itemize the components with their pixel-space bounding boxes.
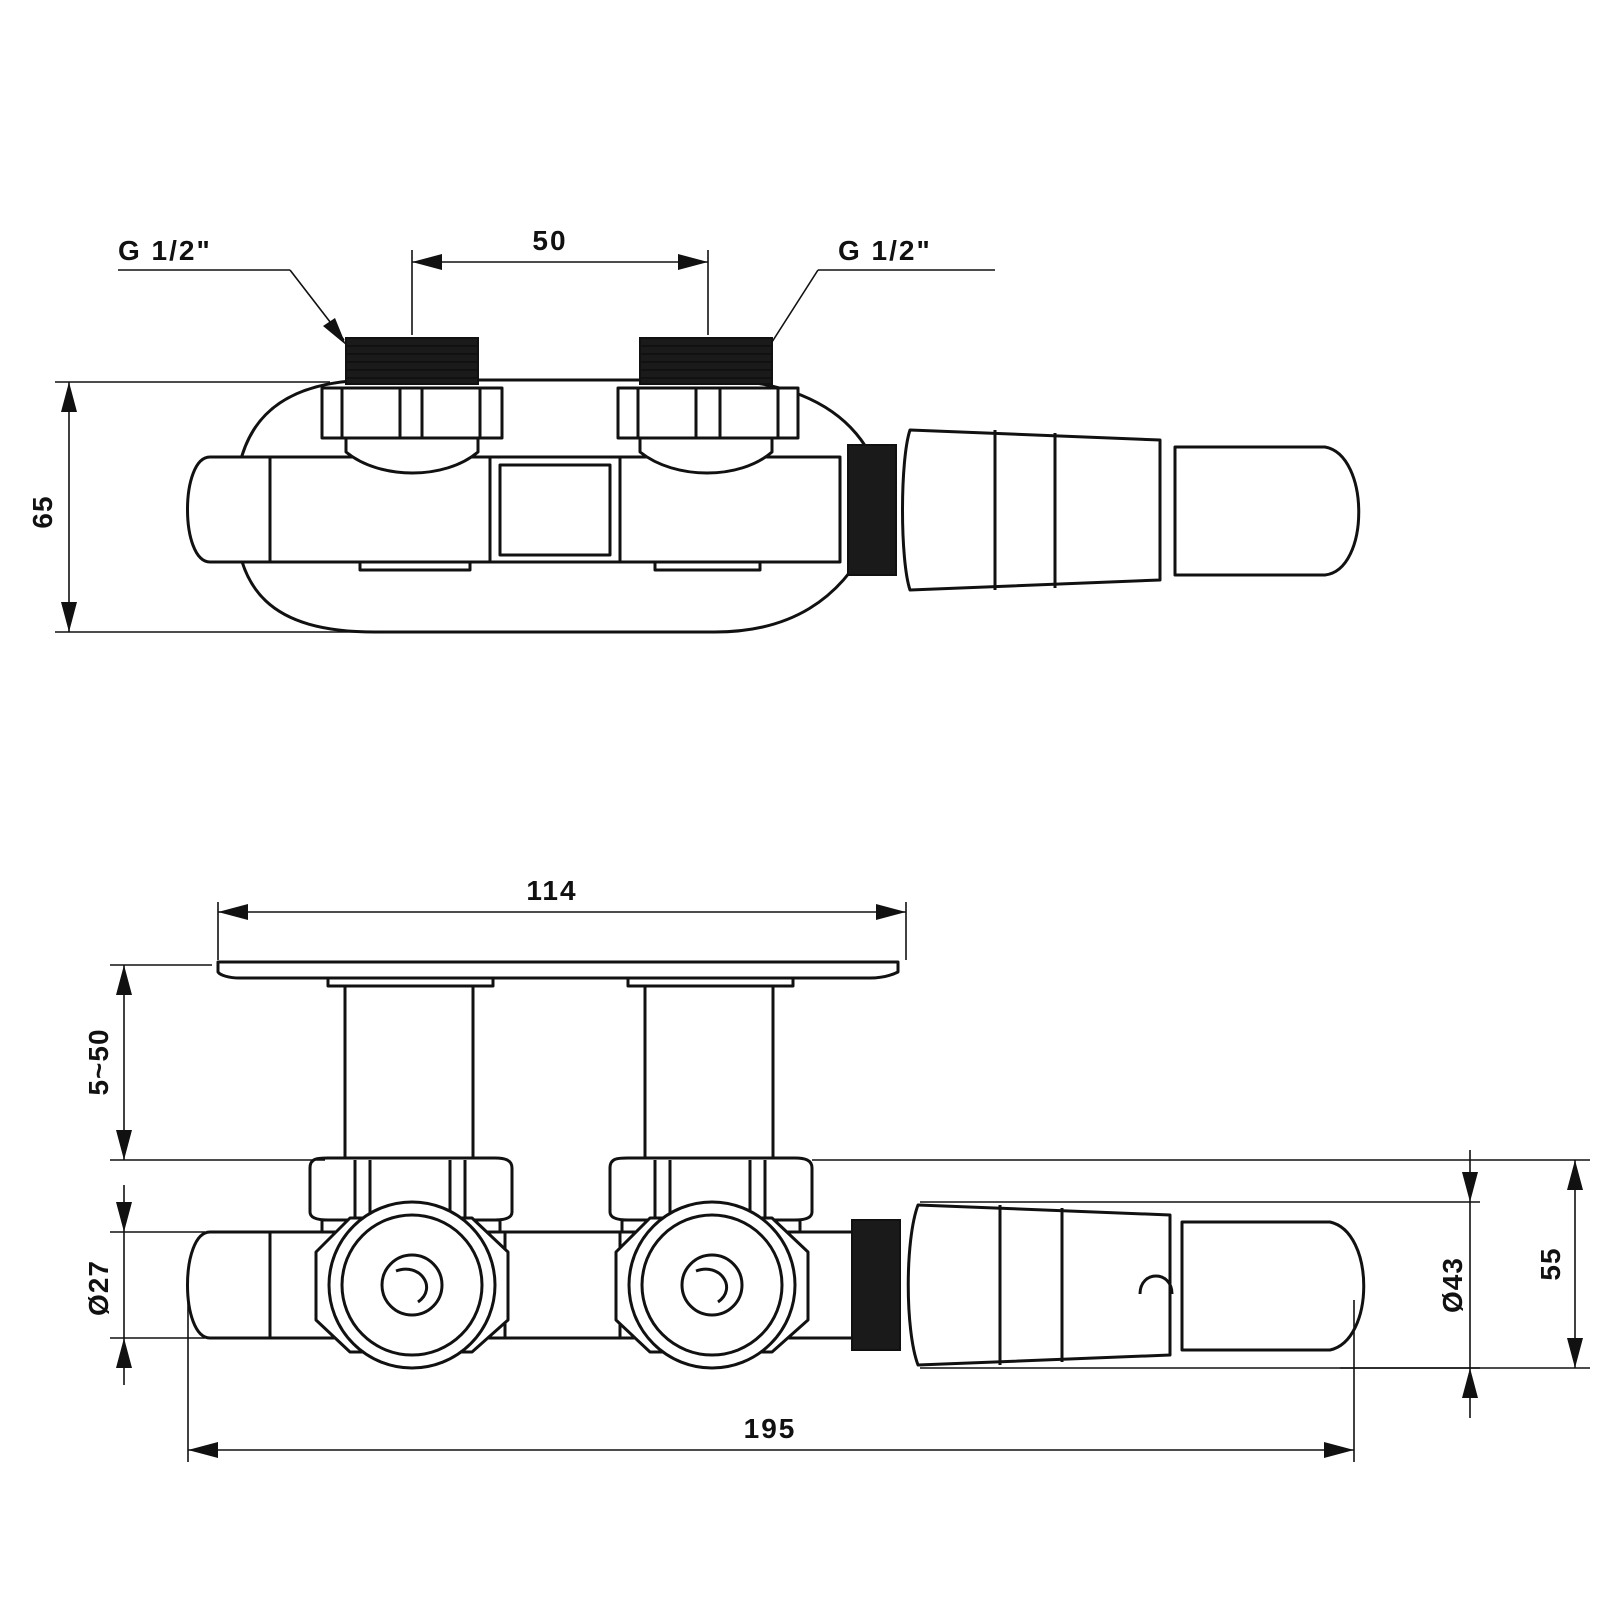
dim-length-195: 195 xyxy=(187,1300,1355,1462)
label-thread-right: G 1/2" xyxy=(838,235,932,266)
label-114: 114 xyxy=(526,875,577,906)
dim-height-65: 65 xyxy=(27,381,380,633)
right-union-nut xyxy=(616,386,800,440)
label-195: 195 xyxy=(744,1413,797,1444)
label-thread-left: G 1/2" xyxy=(118,235,212,266)
sealing-ring xyxy=(847,444,897,576)
thermostatic-head-front xyxy=(906,1203,1366,1367)
top-view: 65 50 G 1/2" G 1/2" xyxy=(27,225,1361,634)
right-connector xyxy=(616,337,800,475)
valve-cap-left xyxy=(314,1200,510,1370)
dim-diameter-27: Ø27 xyxy=(83,1185,205,1385)
left-connector xyxy=(320,337,504,475)
front-view: 114 5~50 Ø27 Ø43 xyxy=(83,875,1590,1462)
thermostatic-head xyxy=(901,428,1361,592)
left-end-cap-front xyxy=(186,1230,272,1340)
pipe-right xyxy=(643,984,775,1160)
leader-thread-left: G 1/2" xyxy=(118,235,346,345)
dim-width-114: 114 xyxy=(217,875,907,960)
label-5-50: 5~50 xyxy=(83,1028,114,1095)
wall-plate xyxy=(216,960,900,980)
label-dia-27: Ø27 xyxy=(83,1260,114,1316)
dim-pitch-50: 50 xyxy=(411,225,709,335)
label-dia-43: Ø43 xyxy=(1437,1257,1468,1313)
dim-height-55: 55 xyxy=(812,1159,1590,1369)
left-end-cap xyxy=(186,455,272,564)
label-65: 65 xyxy=(27,495,58,528)
left-union-nut xyxy=(320,386,504,440)
label-55: 55 xyxy=(1535,1247,1566,1280)
pipe-left xyxy=(343,984,475,1160)
leader-thread-right: G 1/2" xyxy=(771,235,995,343)
valve-cap-right xyxy=(614,1200,810,1370)
dim-adjust-5-50: 5~50 xyxy=(83,964,325,1161)
sealing-ring-front xyxy=(851,1219,901,1351)
label-50: 50 xyxy=(532,225,567,256)
